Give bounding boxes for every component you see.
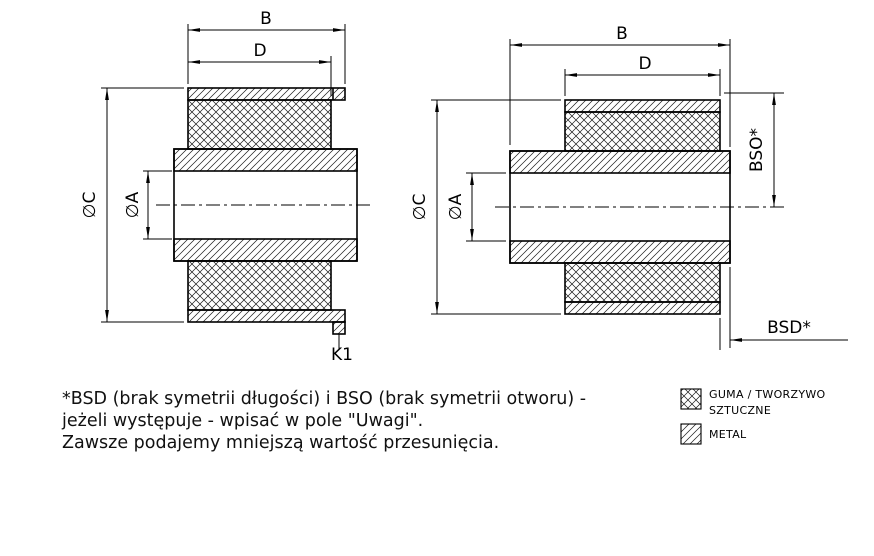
right-dimensions: B D ∅C ∅A BSO* <box>410 24 848 350</box>
inner-tube-wall-top <box>509 150 731 174</box>
footnote-line-3: Zawsze podajemy mniejszą wartość przesun… <box>62 433 500 453</box>
rubber-bottom <box>564 262 721 303</box>
rubber-top <box>564 111 721 152</box>
footnote-line-2: jeżeli występuje - wpisać w pole "Uwagi"… <box>62 411 424 431</box>
outer-sleeve-bottom <box>187 309 346 323</box>
dim-label-d-right: D <box>638 54 651 74</box>
legend-swatch-metal <box>680 423 702 445</box>
rubber-top <box>187 99 332 150</box>
outer-sleeve-top <box>187 87 346 101</box>
dim-label-phi-a-left: ∅A <box>123 191 143 218</box>
dim-label-phi-a-right: ∅A <box>446 193 466 220</box>
inner-tube-wall-bottom <box>173 238 358 262</box>
rubber-bottom <box>187 260 332 311</box>
right-view: B D ∅C ∅A BSO* <box>410 24 848 350</box>
dim-label-b-right: B <box>616 24 628 44</box>
legend-swatch-rubber <box>680 388 702 410</box>
left-dimensions: B D ∅C ∅A K1 <box>80 9 353 365</box>
material-legend: GUMA / TWORZYWO SZTUCZNE METAL <box>680 388 826 445</box>
outer-sleeve-top <box>564 99 721 113</box>
inner-tube-wall-bottom <box>509 240 731 264</box>
dim-label-bsd: BSD* <box>767 318 811 338</box>
left-view: B D ∅C ∅A K1 <box>80 9 372 365</box>
dim-label-d-left: D <box>253 41 266 61</box>
dim-label-phi-c-right: ∅C <box>410 194 430 221</box>
dim-label-phi-c-left: ∅C <box>80 192 100 219</box>
dim-label-bso: BSO* <box>747 128 767 172</box>
footnote-line-1: *BSD (brak symetrii długości) i BSO (bra… <box>62 389 587 409</box>
dim-label-b-left: B <box>260 9 272 29</box>
footnote: *BSD (brak symetrii długości) i BSO (bra… <box>62 388 586 454</box>
inner-tube-wall-top <box>173 148 358 172</box>
legend-label-rubber-line1: GUMA / TWORZYWO <box>709 388 826 401</box>
outer-sleeve-bottom <box>564 301 721 315</box>
legend-label-rubber-line2: SZTUCZNE <box>709 404 771 417</box>
legend-label-metal: METAL <box>709 428 747 441</box>
dim-label-k1: K1 <box>331 345 353 365</box>
flange-lip <box>332 321 346 335</box>
